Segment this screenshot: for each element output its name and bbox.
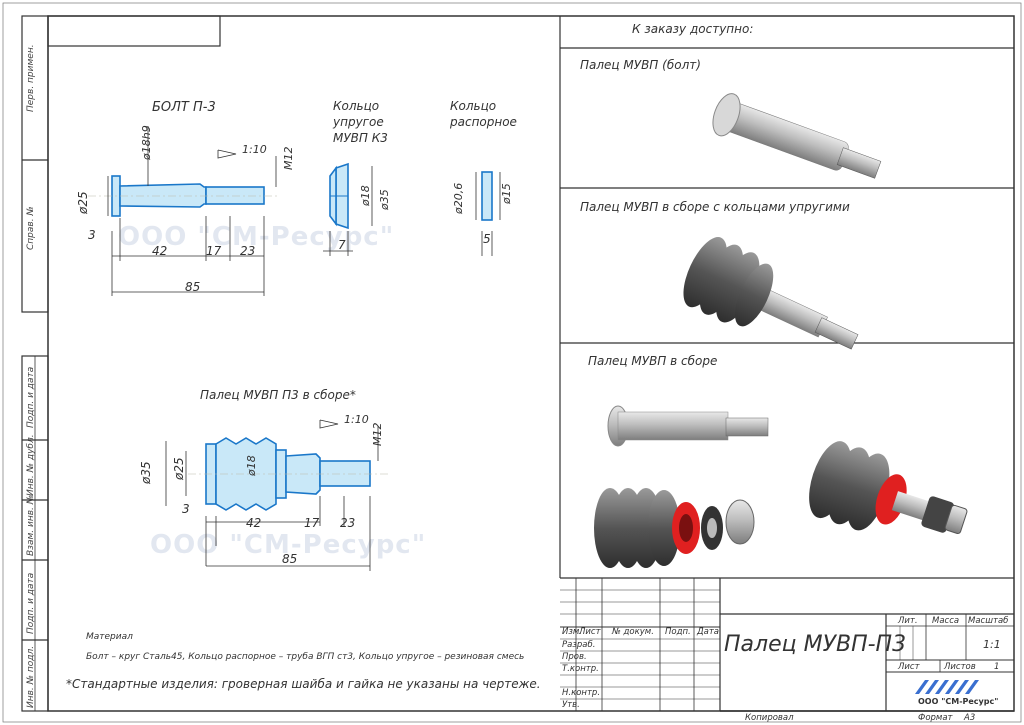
render-assembly	[594, 405, 968, 568]
tb-col-sign: Подп.	[665, 627, 691, 637]
footnote: *Стандартные изделия: гроверная шайба и …	[66, 677, 541, 691]
tb-scale-value: 1:1	[983, 638, 1001, 651]
tb-col-doc: № докум.	[612, 627, 654, 637]
elastic-ring-title-line3: МУВП К3	[333, 131, 388, 145]
dim-asm-l4: 23	[340, 516, 356, 530]
dim-ring-din: ø18	[359, 185, 372, 206]
bolt-title: БОЛТ П-3	[152, 100, 216, 115]
tb-row-approved: Утв.	[562, 700, 580, 710]
side-label-orig-inv: Инв. № подл.	[26, 645, 36, 708]
dim-asm-l2: 42	[246, 516, 262, 530]
tb-format-value: А3	[964, 713, 976, 723]
elastic-ring-title: Кольцо упругое МУВП К3	[333, 98, 388, 146]
side-label-first-use: Перв. примен.	[26, 44, 36, 112]
dim-spacer-dout: ø15	[500, 183, 513, 204]
spacer-ring-title-line1: Кольцо	[450, 99, 497, 113]
dim-asm-d1: ø35	[139, 461, 153, 484]
side-label-dup-inv: Инв. № дубл.	[26, 434, 36, 496]
section-elastic-title: Палец МУВП в сборе с кольцами упругими	[580, 200, 850, 214]
assembly-drawing	[165, 419, 388, 571]
side-label-replace-inv: Взам. инв. №	[26, 494, 36, 556]
dim-spacer-din: ø20,6	[452, 182, 465, 214]
assembly-title: Палец МУВП П3 в сборе*	[200, 388, 356, 402]
tb-row-ncontrol: Н.контр.	[562, 688, 601, 698]
dim-bolt-d2: ø25	[76, 191, 90, 214]
section-bolt-title: Палец МУВП (болт)	[580, 58, 701, 72]
render-bolt-with-rings	[683, 237, 859, 350]
technical-drawings	[88, 126, 501, 571]
dim-bolt-total: 85	[185, 280, 201, 294]
dim-asm-d2: ø25	[172, 457, 186, 480]
company-logo-icon	[915, 680, 979, 694]
side-label-ref-no: Справ. №	[26, 206, 36, 250]
company-name: ООО "СМ-Ресурс"	[918, 697, 999, 706]
side-label-sign-date-2: Подп. и дата	[26, 572, 36, 634]
dim-ring-dout: ø35	[378, 189, 391, 210]
section-assembly-title: Палец МУВП в сборе	[588, 354, 718, 368]
tb-col-change: Изм.	[562, 627, 582, 637]
tb-row-tcontrol: Т.контр.	[562, 664, 599, 674]
spacer-ring-title-line2: распорное	[450, 115, 517, 129]
dim-bolt-l2: 42	[152, 244, 168, 258]
elastic-ring-drawing	[323, 162, 373, 256]
tb-sheets-count: 1	[994, 662, 1000, 672]
tb-sheets: Листов	[944, 662, 976, 672]
dim-bolt-l1: 3	[88, 228, 96, 242]
spacer-ring-drawing	[475, 171, 501, 256]
tb-scale-label: Масштаб	[968, 616, 1009, 626]
dim-bolt-thread: M12	[282, 146, 295, 171]
tb-row-developed: Разраб.	[562, 640, 596, 650]
tb-sheet: Лист	[898, 662, 920, 672]
elastic-ring-title-line2: упругое	[333, 115, 384, 129]
bolt-drawing	[88, 126, 278, 296]
dim-bolt-taper: 1:10	[242, 143, 267, 156]
dim-asm-total: 85	[282, 552, 298, 566]
dim-asm-thread: M12	[371, 422, 384, 447]
side-label-sign-date-1: Подп. и дата	[26, 366, 36, 428]
dim-bolt-d1: ø18h9	[140, 125, 153, 160]
dim-asm-taper: 1:10	[344, 413, 369, 426]
dim-asm-d3: ø18	[245, 455, 258, 476]
material-text: Болт – круг Сталь45, Кольцо распорное – …	[86, 652, 525, 662]
drawing-name: Палец МУВП-П3	[724, 632, 907, 657]
tb-lit: Лит.	[898, 616, 918, 626]
watermark-bottom: ООО "СМ-Ресурс"	[150, 530, 427, 560]
tb-format-label: Формат	[918, 713, 953, 723]
spacer-ring-title: Кольцо распорное	[450, 98, 517, 130]
dim-asm-l3: 17	[304, 516, 320, 530]
material-heading: Материал	[86, 632, 133, 642]
tb-row-checked: Пров.	[562, 652, 587, 662]
dim-spacer-w: 5	[483, 232, 491, 246]
render-bolt	[712, 93, 882, 179]
dim-asm-l1: 3	[182, 502, 190, 516]
right-header: К заказу доступно:	[632, 22, 754, 36]
tb-col-sheet: Лист	[579, 627, 601, 637]
dim-bolt-l4: 23	[240, 244, 256, 258]
product-renders	[594, 93, 968, 568]
tb-copied: Копировал	[745, 713, 794, 723]
tb-col-date: Дата	[697, 627, 720, 637]
elastic-ring-title-line1: Кольцо	[333, 99, 380, 113]
tb-mass: Масса	[932, 616, 960, 626]
dim-ring-w: 7	[338, 238, 346, 252]
dim-bolt-l3: 17	[206, 244, 222, 258]
